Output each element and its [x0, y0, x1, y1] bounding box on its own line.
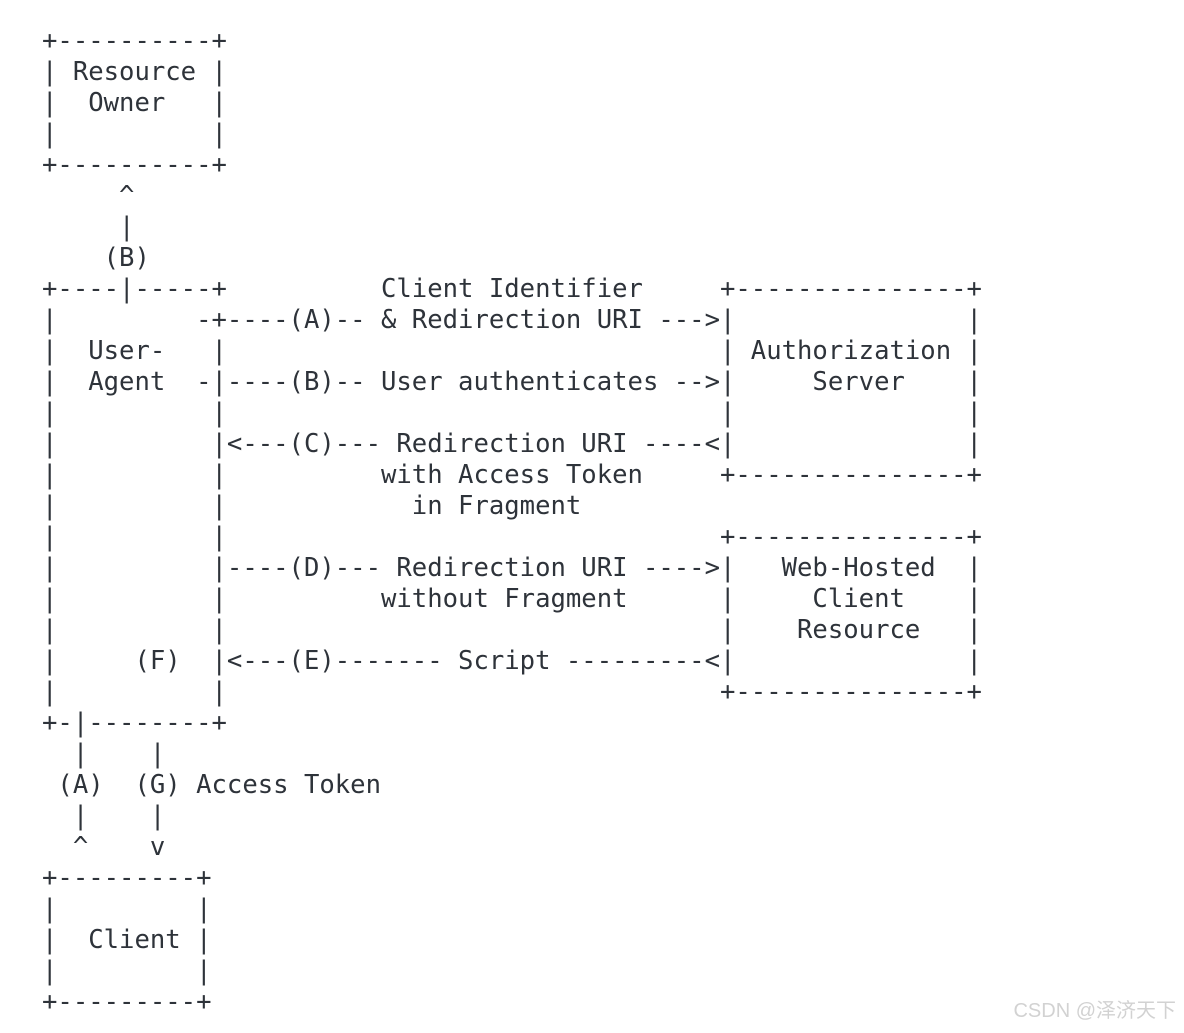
oauth-implicit-grant-ascii-diagram: +----------+ | Resource | | Owner | | | … [42, 26, 982, 1017]
csdn-watermark: CSDN @泽济天下 [1013, 1000, 1176, 1022]
